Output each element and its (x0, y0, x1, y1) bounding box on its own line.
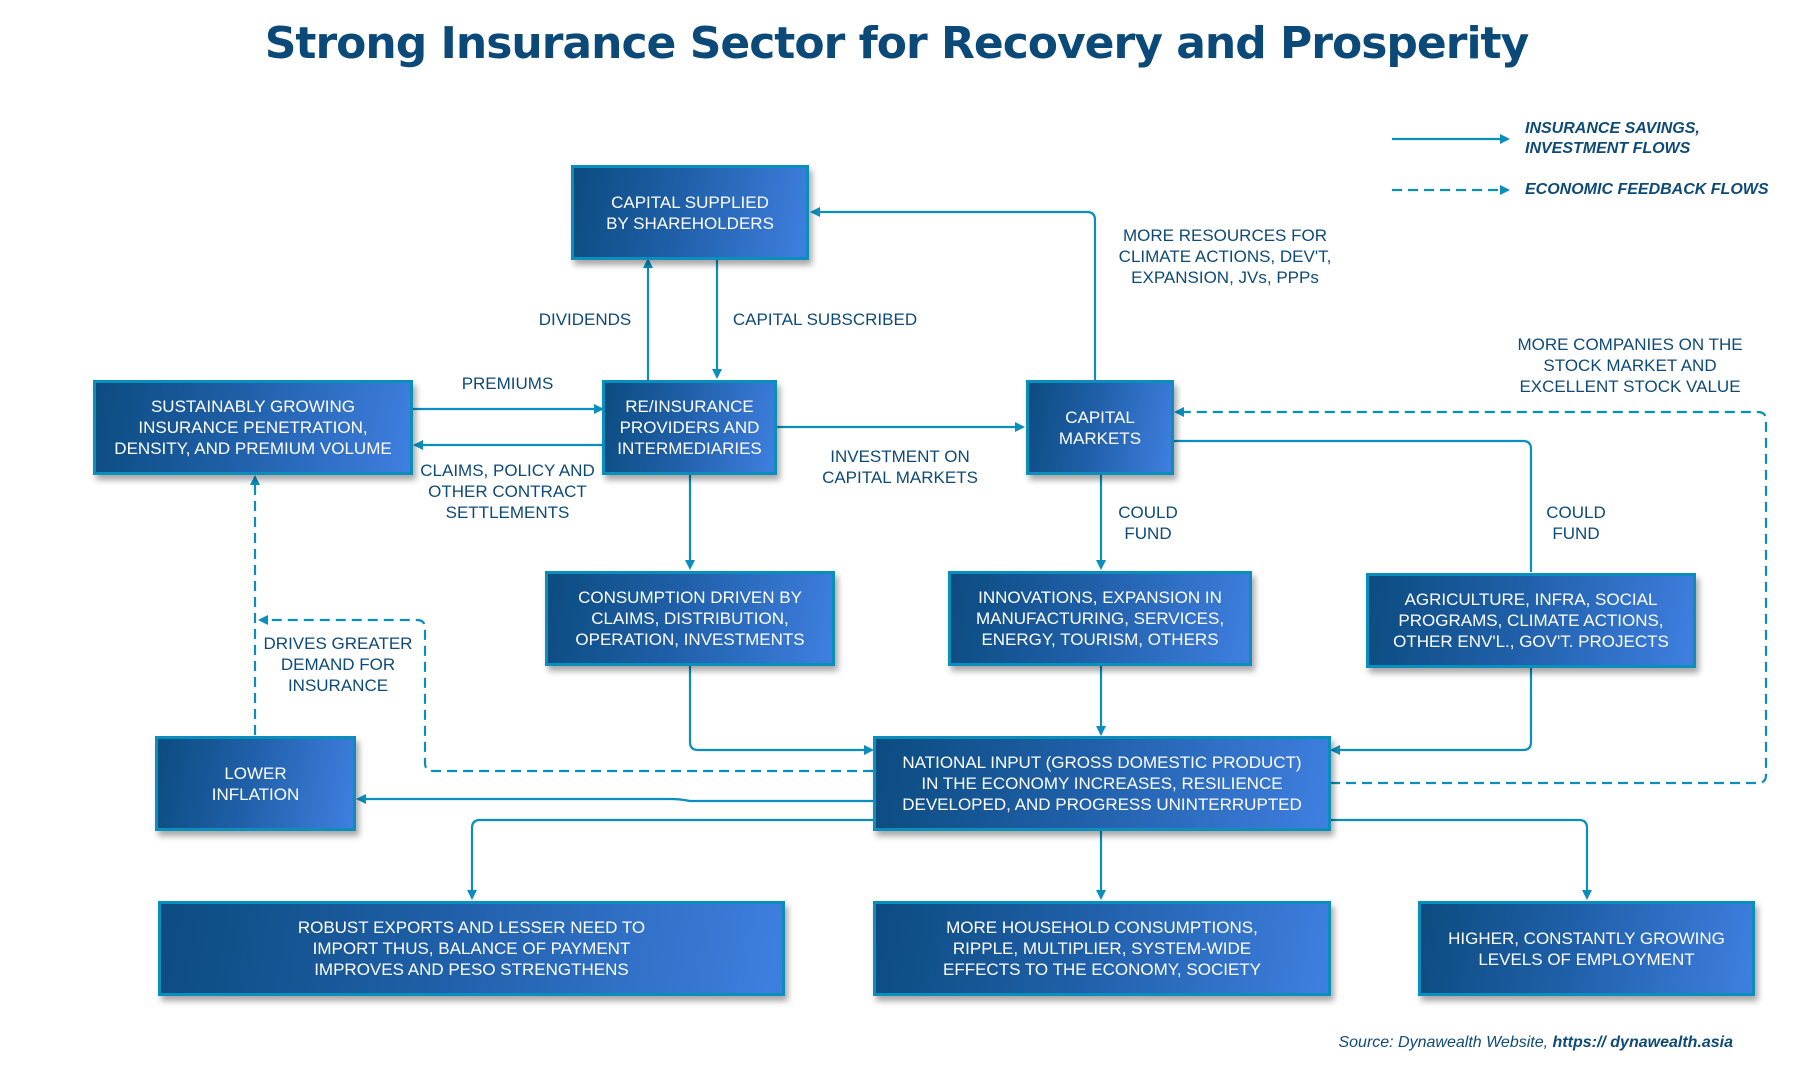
label-drives-demand: DRIVES GREATER DEMAND FOR INSURANCE (263, 634, 413, 695)
agriculture-to-gdp-arrow (1330, 666, 1533, 755)
node-label: CAPITAL MARKETS (1058, 407, 1142, 448)
node-exports: ROBUST EXPORTS AND LESSER NEED TO IMPORT… (158, 901, 785, 996)
label-premiums: PREMIUMS (461, 374, 554, 393)
node-household: MORE HOUSEHOLD CONSUMPTIONS, RIPPLE, MUL… (873, 901, 1331, 996)
node-national-input: NATIONAL INPUT (GROSS DOMESTIC PRODUCT) … (873, 736, 1331, 831)
gdp-to-employment-arrow (1330, 818, 1592, 900)
node-agriculture: AGRICULTURE, INFRA, SOCIAL PROGRAMS, CLI… (1366, 573, 1696, 668)
node-growing-penetration: SUSTAINABLY GROWING INSURANCE PENETRATIO… (93, 380, 413, 475)
node-capital-markets: CAPITAL MARKETS (1026, 380, 1174, 475)
node-innovations: INNOVATIONS, EXPANSION IN MANUFACTURING,… (948, 571, 1252, 666)
label-could-fund-1: COULD FUND (1118, 503, 1178, 543)
label-more-companies: MORE COMPANIES ON THE STOCK MARKET AND E… (1517, 335, 1743, 396)
source-prefix: Source: Dynawealth Website, (1338, 1034, 1549, 1051)
gdp-to-demand-dashed-arrow (258, 615, 873, 773)
diagram-title: Strong Insurance Sector for Recovery and… (264, 18, 1530, 69)
node-label: RE/INSURANCE PROVIDERS AND INTERMEDIARIE… (617, 397, 762, 458)
more-resources-arrow (810, 207, 1097, 380)
label-dividends: DIVIDENDS (538, 310, 632, 329)
gdp-to-inflation-arrow (356, 794, 873, 804)
node-label: SUSTAINABLY GROWING INSURANCE PENETRATIO… (114, 397, 392, 458)
node-lower-inflation: LOWER INFLATION (155, 736, 356, 831)
label-capital-subscribed: CAPITAL SUBSCRIBED (732, 310, 918, 329)
node-label: AGRICULTURE, INFRA, SOCIAL PROGRAMS, CLI… (1393, 590, 1669, 651)
source-url[interactable]: https:// dynawealth.asia (1552, 1034, 1733, 1051)
node-label: HIGHER, CONSTANTLY GROWING LEVELS OF EMP… (1448, 928, 1725, 969)
node-employment: HIGHER, CONSTANTLY GROWING LEVELS OF EMP… (1418, 901, 1755, 996)
node-capital-supplied: CAPITAL SUPPLIED BY SHAREHOLDERS (571, 165, 809, 260)
node-label: ROBUST EXPORTS AND LESSER NEED TO IMPORT… (297, 918, 646, 979)
could-fund-agriculture-line (1173, 439, 1533, 572)
label-could-fund-2: COULD FUND (1546, 503, 1606, 543)
node-label: INNOVATIONS, EXPANSION IN MANUFACTURING,… (975, 588, 1225, 649)
node-consumption: CONSUMPTION DRIVEN BY CLAIMS, DISTRIBUTI… (545, 571, 835, 666)
legend-dashed-label: ECONOMIC FEEDBACK FLOWS (1525, 181, 1769, 198)
label-more-resources: MORE RESOURCES FOR CLIMATE ACTIONS, DEV'… (1118, 226, 1332, 287)
label-claims: CLAIMS, POLICY AND OTHER CONTRACT SETTLE… (420, 461, 595, 522)
label-investment: INVESTMENT ON CAPITAL MARKETS (822, 447, 978, 487)
source-citation: Source: Dynawealth Website, https:// dyn… (1338, 1034, 1733, 1052)
node-reinsurance: RE/INSURANCE PROVIDERS AND INTERMEDIARIE… (602, 380, 777, 475)
gdp-to-exports-arrow (467, 818, 873, 900)
node-label: CAPITAL SUPPLIED BY SHAREHOLDERS (606, 192, 774, 233)
node-label: LOWER INFLATION (211, 763, 300, 804)
node-label: CONSUMPTION DRIVEN BY CLAIMS, DISTRIBUTI… (575, 588, 805, 649)
legend-solid-label: INSURANCE SAVINGS, INVESTMENT FLOWS (1525, 120, 1700, 157)
node-label: MORE HOUSEHOLD CONSUMPTIONS, RIPPLE, MUL… (942, 918, 1262, 979)
consumption-to-gdp-arrow (688, 666, 874, 755)
node-label: NATIONAL INPUT (GROSS DOMESTIC PRODUCT) … (902, 753, 1302, 814)
gdp-to-capital-markets-dashed-arrow (1174, 407, 1768, 785)
